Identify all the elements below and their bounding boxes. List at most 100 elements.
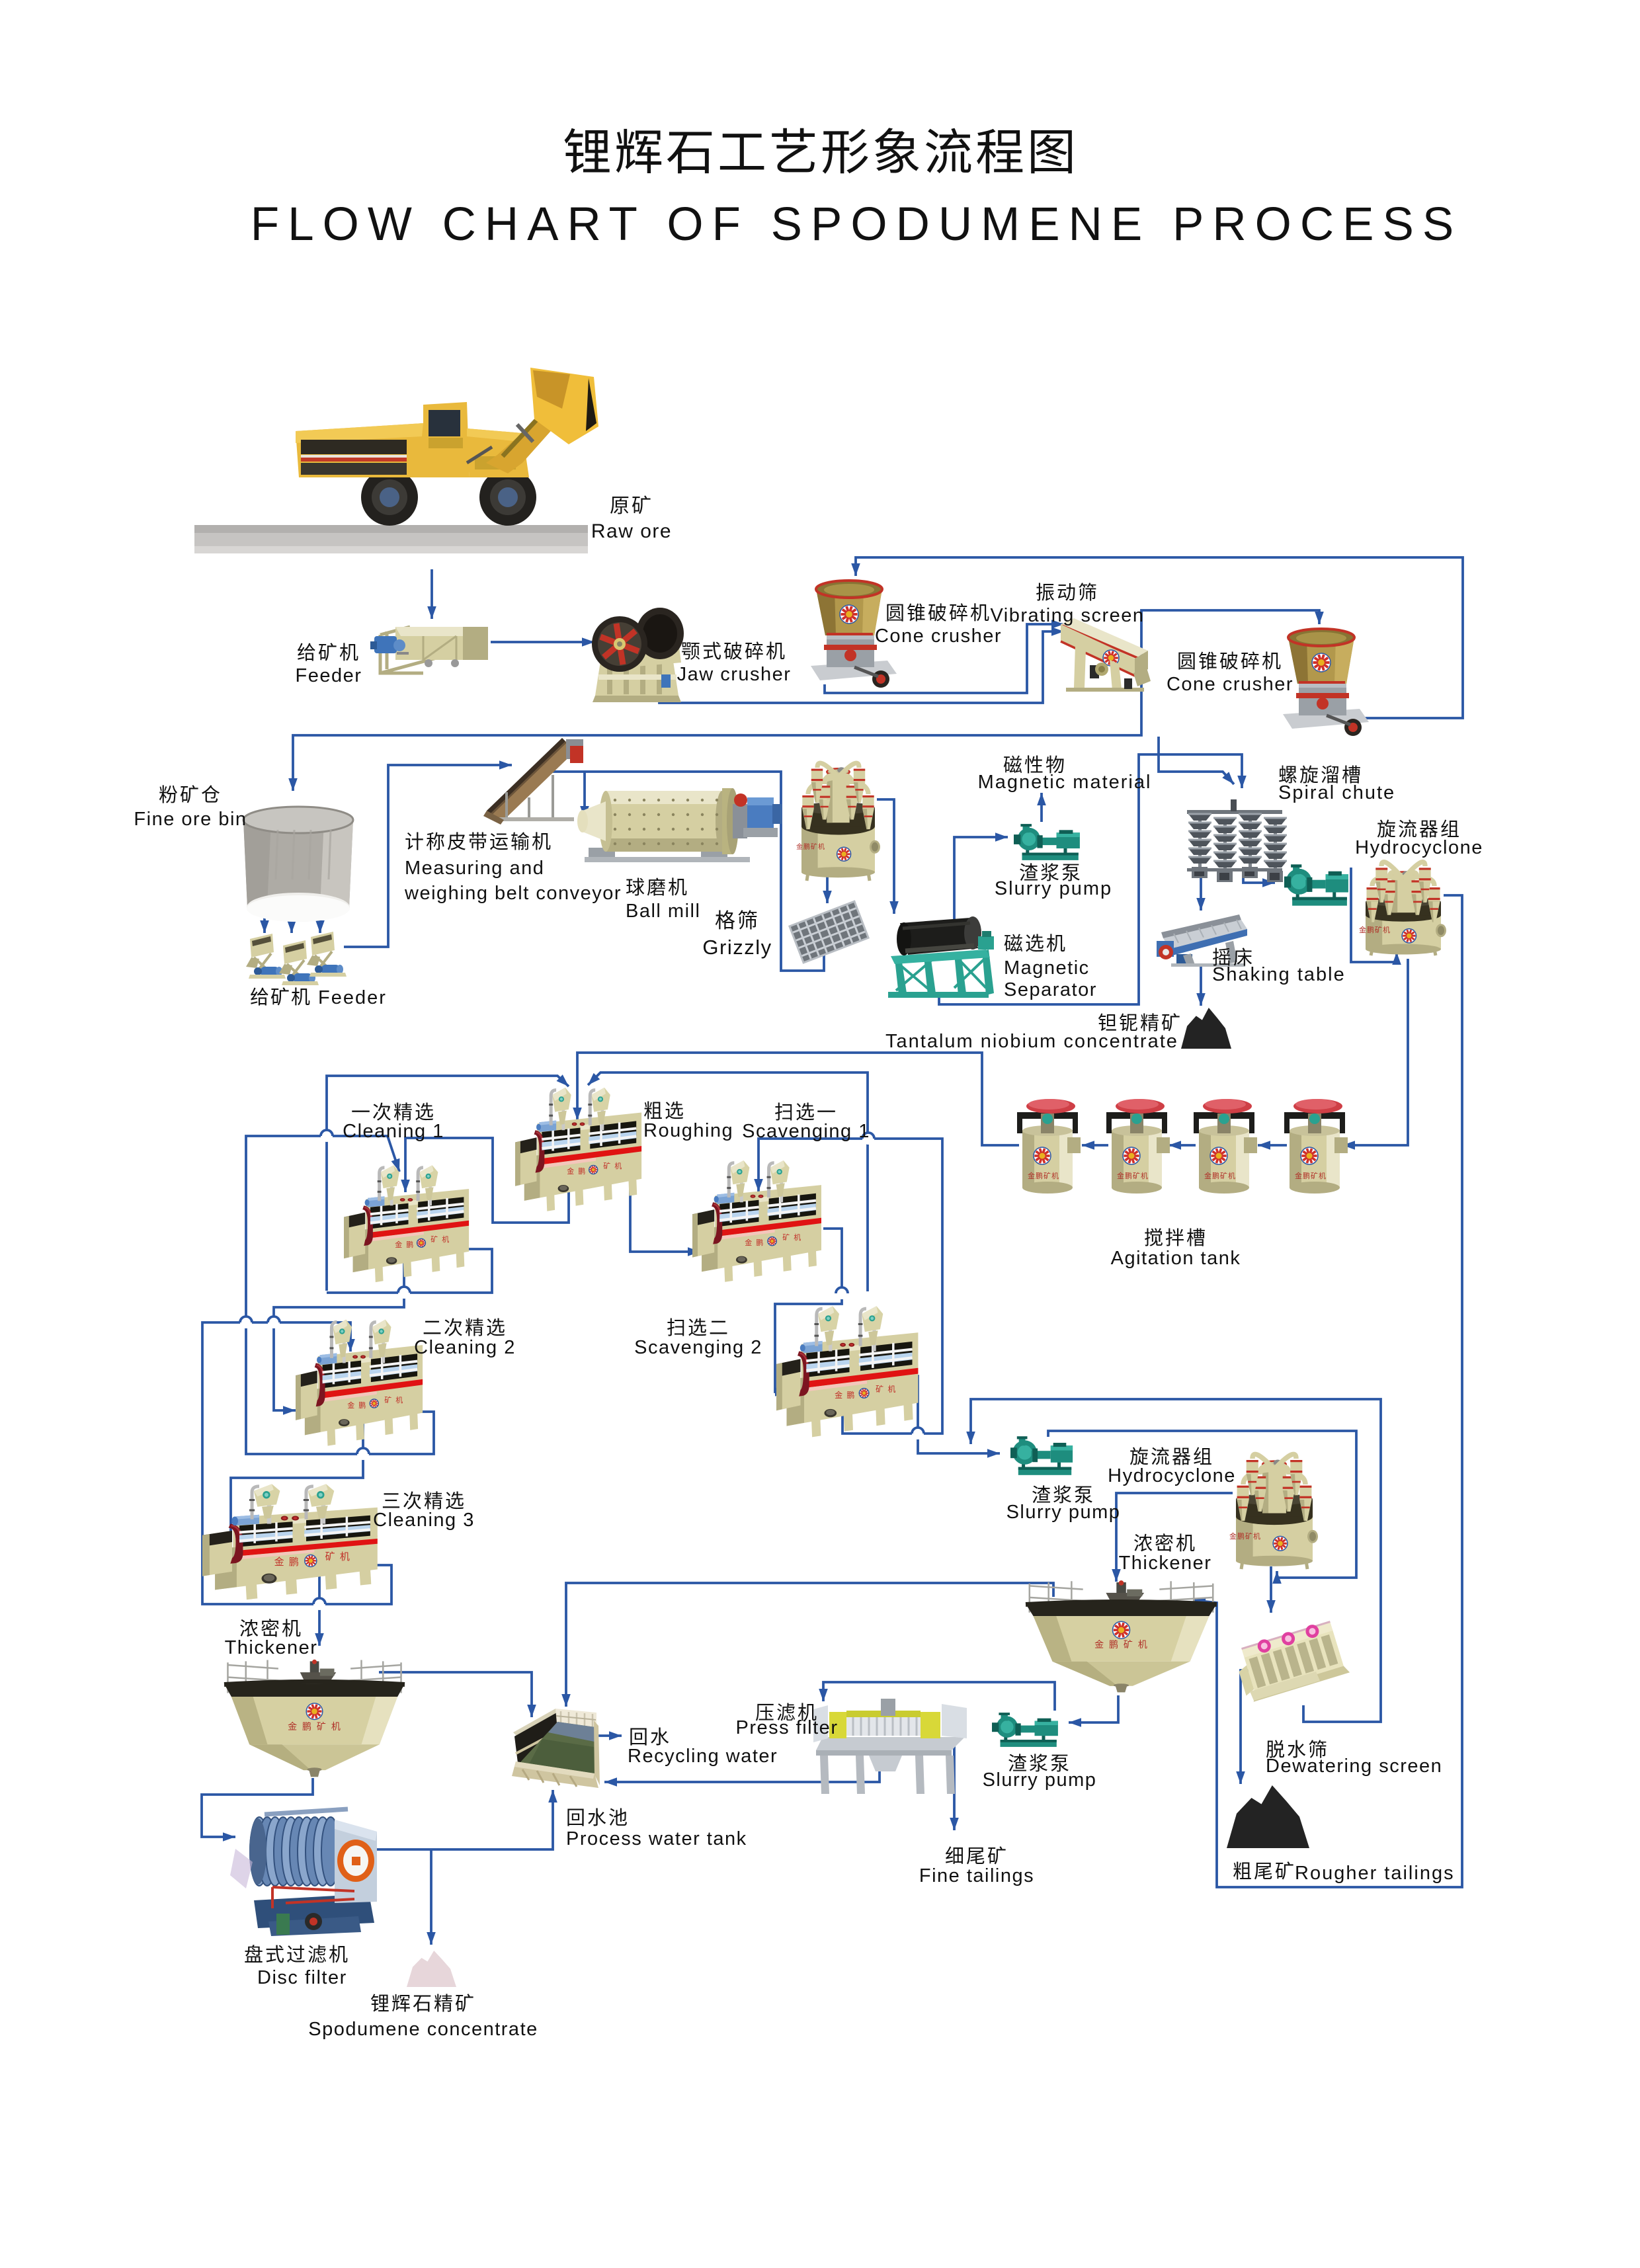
svg-text:金鹏矿机: 金鹏矿机: [1229, 1531, 1261, 1541]
svg-text:Disc filter: Disc filter: [257, 1967, 347, 1988]
svg-text:Jaw crusher: Jaw crusher: [677, 664, 792, 685]
svg-text:Press filter: Press filter: [736, 1717, 839, 1738]
svg-text:Cleaning 1: Cleaning 1: [343, 1121, 444, 1142]
svg-text:细尾矿: 细尾矿: [945, 1845, 1008, 1867]
svg-text:Scavenging 2: Scavenging 2: [634, 1337, 762, 1358]
svg-text:锂辉石工艺形象流程图: 锂辉石工艺形象流程图: [563, 125, 1079, 180]
svg-text:金鹏矿机: 金鹏矿机: [1359, 925, 1391, 934]
svg-text:回水池: 回水池: [566, 1807, 630, 1829]
svg-text:金 鹏: 金 鹏: [745, 1238, 764, 1247]
svg-text:锂辉石精矿: 锂辉石精矿: [370, 1993, 476, 2015]
svg-text:矿 机: 矿 机: [876, 1385, 897, 1394]
svg-text:颚式破碎机: 颚式破碎机: [681, 641, 787, 663]
svg-text:给矿机: 给矿机: [297, 642, 360, 664]
svg-text:浓密机: 浓密机: [1133, 1533, 1197, 1555]
svg-text:浓密机: 浓密机: [239, 1618, 303, 1640]
svg-text:金 鹏: 金 鹏: [274, 1557, 300, 1568]
svg-text:搅拌槽: 搅拌槽: [1144, 1227, 1208, 1249]
svg-text:Slurry pump: Slurry pump: [995, 878, 1112, 899]
svg-text:矿 机: 矿 机: [782, 1233, 802, 1242]
svg-text:金鹏矿机: 金鹏矿机: [1295, 1171, 1327, 1180]
svg-text:Cleaning 2: Cleaning 2: [414, 1337, 516, 1358]
svg-text:Dewatering screen: Dewatering screen: [1266, 1756, 1442, 1777]
svg-text:矿 机: 矿 机: [325, 1551, 351, 1562]
svg-text:钽铌精矿: 钽铌精矿: [1098, 1012, 1182, 1034]
svg-text:Fine ore bin: Fine ore bin: [134, 809, 247, 830]
svg-text:矿 机: 矿 机: [603, 1161, 623, 1170]
svg-text:扫选一: 扫选一: [774, 1102, 838, 1123]
svg-text:Process water tank: Process water tank: [566, 1828, 747, 1849]
svg-text:Magnetic material: Magnetic material: [978, 772, 1152, 793]
svg-text:金 鹏: 金 鹏: [395, 1240, 415, 1249]
svg-text:Slurry pump: Slurry pump: [1006, 1502, 1121, 1523]
svg-text:盘式过滤机: 盘式过滤机: [244, 1944, 350, 1966]
svg-text:Thickener: Thickener: [225, 1637, 318, 1658]
svg-text:二次精选: 二次精选: [423, 1317, 507, 1339]
svg-text:Separator: Separator: [1004, 979, 1097, 1000]
svg-text:压滤机: 压滤机: [755, 1702, 819, 1724]
svg-text:磁选机: 磁选机: [1004, 933, 1067, 955]
svg-text:金 鹏: 金 鹏: [567, 1166, 587, 1176]
svg-text:金 鹏 矿 机: 金 鹏 矿 机: [288, 1721, 342, 1732]
svg-text:Hydrocyclone: Hydrocyclone: [1108, 1465, 1236, 1486]
svg-text:球磨机: 球磨机: [626, 877, 689, 899]
svg-text:螺旋溜槽: 螺旋溜槽: [1278, 764, 1363, 786]
svg-text:给矿机 Feeder: 给矿机 Feeder: [250, 987, 387, 1008]
svg-text:矿 机: 矿 机: [384, 1395, 404, 1404]
svg-text:FLOW CHART OF SPODUMENE PROCES: FLOW CHART OF SPODUMENE PROCESS: [251, 198, 1462, 251]
svg-text:Spiral chute: Spiral chute: [1278, 782, 1395, 803]
svg-text:金 鹏: 金 鹏: [347, 1400, 367, 1410]
svg-text:Fine tailings: Fine tailings: [919, 1865, 1034, 1886]
svg-text:矿 机: 矿 机: [430, 1235, 450, 1244]
svg-text:Vibrating screen: Vibrating screen: [990, 605, 1144, 626]
svg-text:Hydrocyclone: Hydrocyclone: [1355, 837, 1483, 858]
svg-text:渣浆泵: 渣浆泵: [1019, 862, 1083, 884]
svg-text:Feeder: Feeder: [296, 665, 362, 686]
svg-text:Shaking table: Shaking table: [1212, 964, 1346, 985]
svg-text:Roughing: Roughing: [643, 1120, 733, 1141]
svg-text:Recycling water: Recycling water: [628, 1746, 778, 1767]
svg-text:Ball mill: Ball mill: [626, 901, 700, 922]
svg-text:Raw ore: Raw ore: [591, 520, 672, 542]
svg-text:Agitation tank: Agitation tank: [1111, 1248, 1241, 1269]
svg-text:摇床: 摇床: [1212, 947, 1254, 969]
svg-text:原矿: 原矿: [610, 495, 653, 517]
svg-text:Cleaning 3: Cleaning 3: [373, 1510, 475, 1531]
svg-text:Spodumene concentrate: Spodumene concentrate: [308, 2019, 538, 2040]
svg-text:脱水筛: 脱水筛: [1266, 1739, 1329, 1761]
svg-text:金 鹏: 金 鹏: [835, 1390, 856, 1400]
svg-text:回水: 回水: [629, 1726, 671, 1748]
svg-text:磁性物: 磁性物: [1003, 754, 1067, 776]
svg-text:金鹏矿机: 金鹏矿机: [1028, 1171, 1059, 1180]
svg-text:Grizzly: Grizzly: [702, 936, 772, 959]
svg-text:一次精选: 一次精选: [351, 1102, 436, 1123]
svg-text:金鹏矿机: 金鹏矿机: [796, 842, 825, 851]
svg-text:Magnetic: Magnetic: [1004, 957, 1090, 979]
svg-text:Slurry pump: Slurry pump: [983, 1769, 1097, 1791]
svg-text:Cone crusher: Cone crusher: [1167, 674, 1293, 695]
svg-text:金 鹏 矿 机: 金 鹏 矿 机: [1094, 1639, 1149, 1650]
svg-text:粉矿仓: 粉矿仓: [159, 784, 222, 806]
svg-text:旋流器组: 旋流器组: [1377, 819, 1461, 840]
svg-text:粗选: 粗选: [643, 1100, 686, 1122]
svg-text:格筛: 格筛: [715, 909, 760, 932]
svg-text:Scavenging 1: Scavenging 1: [742, 1121, 870, 1142]
svg-text:粗尾矿: 粗尾矿: [1233, 1861, 1296, 1883]
svg-text:圆锥破碎机: 圆锥破碎机: [1177, 651, 1283, 672]
svg-text:Rougher tailings: Rougher tailings: [1295, 1863, 1455, 1884]
svg-text:三次精选: 三次精选: [382, 1490, 466, 1512]
svg-text:圆锥破碎机: 圆锥破碎机: [885, 602, 991, 624]
svg-text:weighing belt conveyor: weighing belt conveyor: [404, 883, 622, 904]
svg-text:扫选二: 扫选二: [667, 1317, 730, 1339]
svg-text:Tantalum niobium concentrate: Tantalum niobium concentrate: [885, 1031, 1178, 1052]
svg-text:渣浆泵: 渣浆泵: [1008, 1753, 1071, 1775]
svg-text:振动筛: 振动筛: [1036, 582, 1099, 604]
svg-text:Cone crusher: Cone crusher: [875, 626, 1002, 647]
svg-text:金鹏矿机: 金鹏矿机: [1204, 1171, 1236, 1180]
svg-text:Measuring and: Measuring and: [405, 858, 544, 879]
svg-text:Thickener: Thickener: [1119, 1553, 1212, 1574]
svg-text:渣浆泵: 渣浆泵: [1032, 1484, 1095, 1506]
svg-text:旋流器组: 旋流器组: [1129, 1446, 1214, 1468]
svg-text:计称皮带运输机: 计称皮带运输机: [405, 831, 553, 853]
svg-text:金鹏矿机: 金鹏矿机: [1117, 1171, 1149, 1180]
